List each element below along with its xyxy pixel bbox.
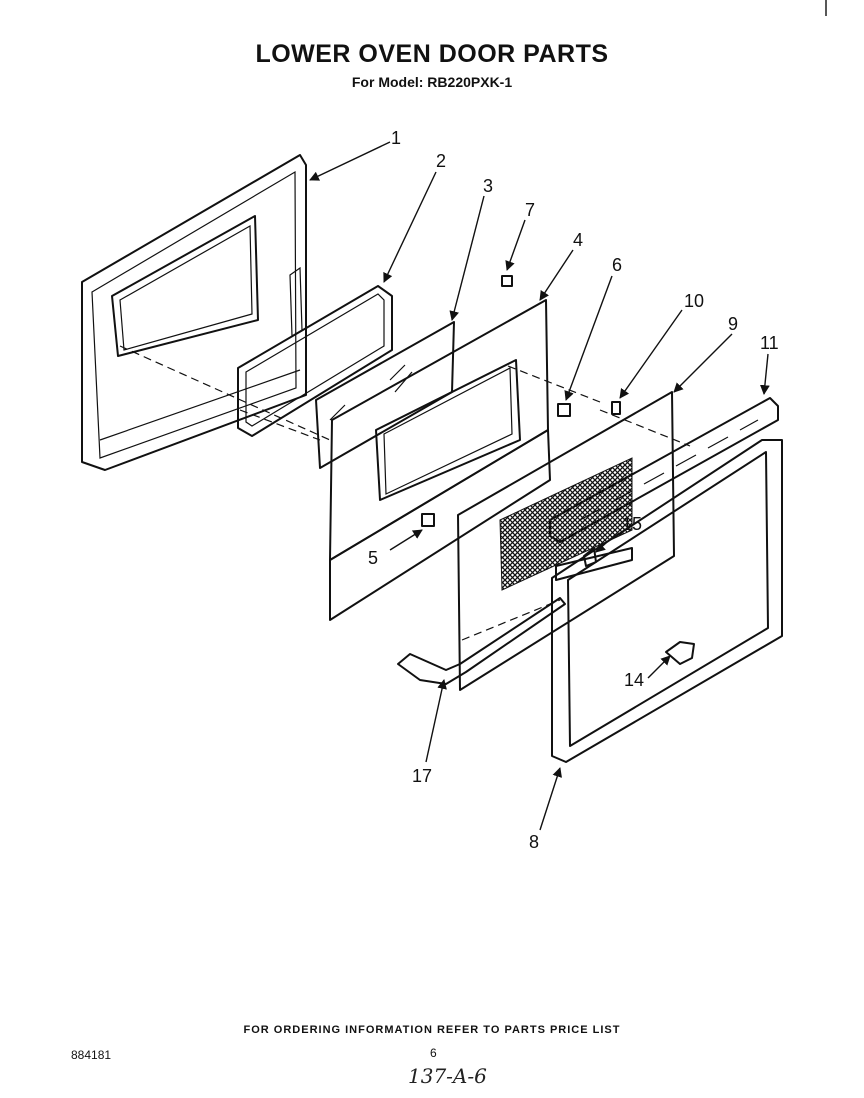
callout-9: 9 [728, 314, 738, 334]
callout-1: 1 [391, 128, 401, 148]
part-7-clip [501, 275, 513, 287]
part-11-vent-trim [549, 397, 779, 543]
callout-leaders [309, 141, 770, 831]
callout-2: 2 [436, 151, 446, 171]
part-10-clip [611, 401, 621, 415]
page-number: 6 [430, 1046, 437, 1060]
part-14-latch [665, 641, 695, 665]
callout-3: 3 [483, 176, 493, 196]
callout-11: 11 [760, 333, 779, 353]
alignment-lines [119, 345, 691, 641]
callout-10: 10 [684, 291, 704, 311]
callout-8: 8 [529, 832, 539, 852]
ordering-note: FOR ORDERING INFORMATION REFER TO PARTS … [243, 1024, 621, 1036]
callout-6: 6 [612, 255, 622, 275]
callout-14: 14 [624, 670, 644, 690]
part-6-clip [557, 403, 571, 417]
page-title: LOWER OVEN DOOR PARTS [255, 40, 609, 68]
part-5-clip [421, 513, 435, 527]
document-number: 884181 [71, 1048, 112, 1062]
part-4-inner-liner [329, 299, 551, 621]
part-1-outer-door-panel [81, 154, 307, 471]
part-15-bracket [555, 547, 633, 581]
model-subtitle: For Model: RB220PXK-1 [351, 74, 513, 90]
callout-17: 17 [412, 766, 432, 786]
part-17-bottom-rail [397, 597, 566, 685]
callout-4: 4 [573, 230, 583, 250]
part-9-inner-glass [457, 391, 675, 691]
callout-15: 15 [622, 514, 642, 534]
part-8-outer-frame [551, 439, 783, 763]
callout-labels: 1 2 3 4 5 6 7 8 9 10 11 14 15 17 [368, 128, 779, 852]
callout-7: 7 [525, 200, 535, 220]
callout-5: 5 [368, 548, 378, 568]
handwritten-note: 137-A-6 [408, 1064, 487, 1088]
part-2-gasket [237, 285, 393, 437]
